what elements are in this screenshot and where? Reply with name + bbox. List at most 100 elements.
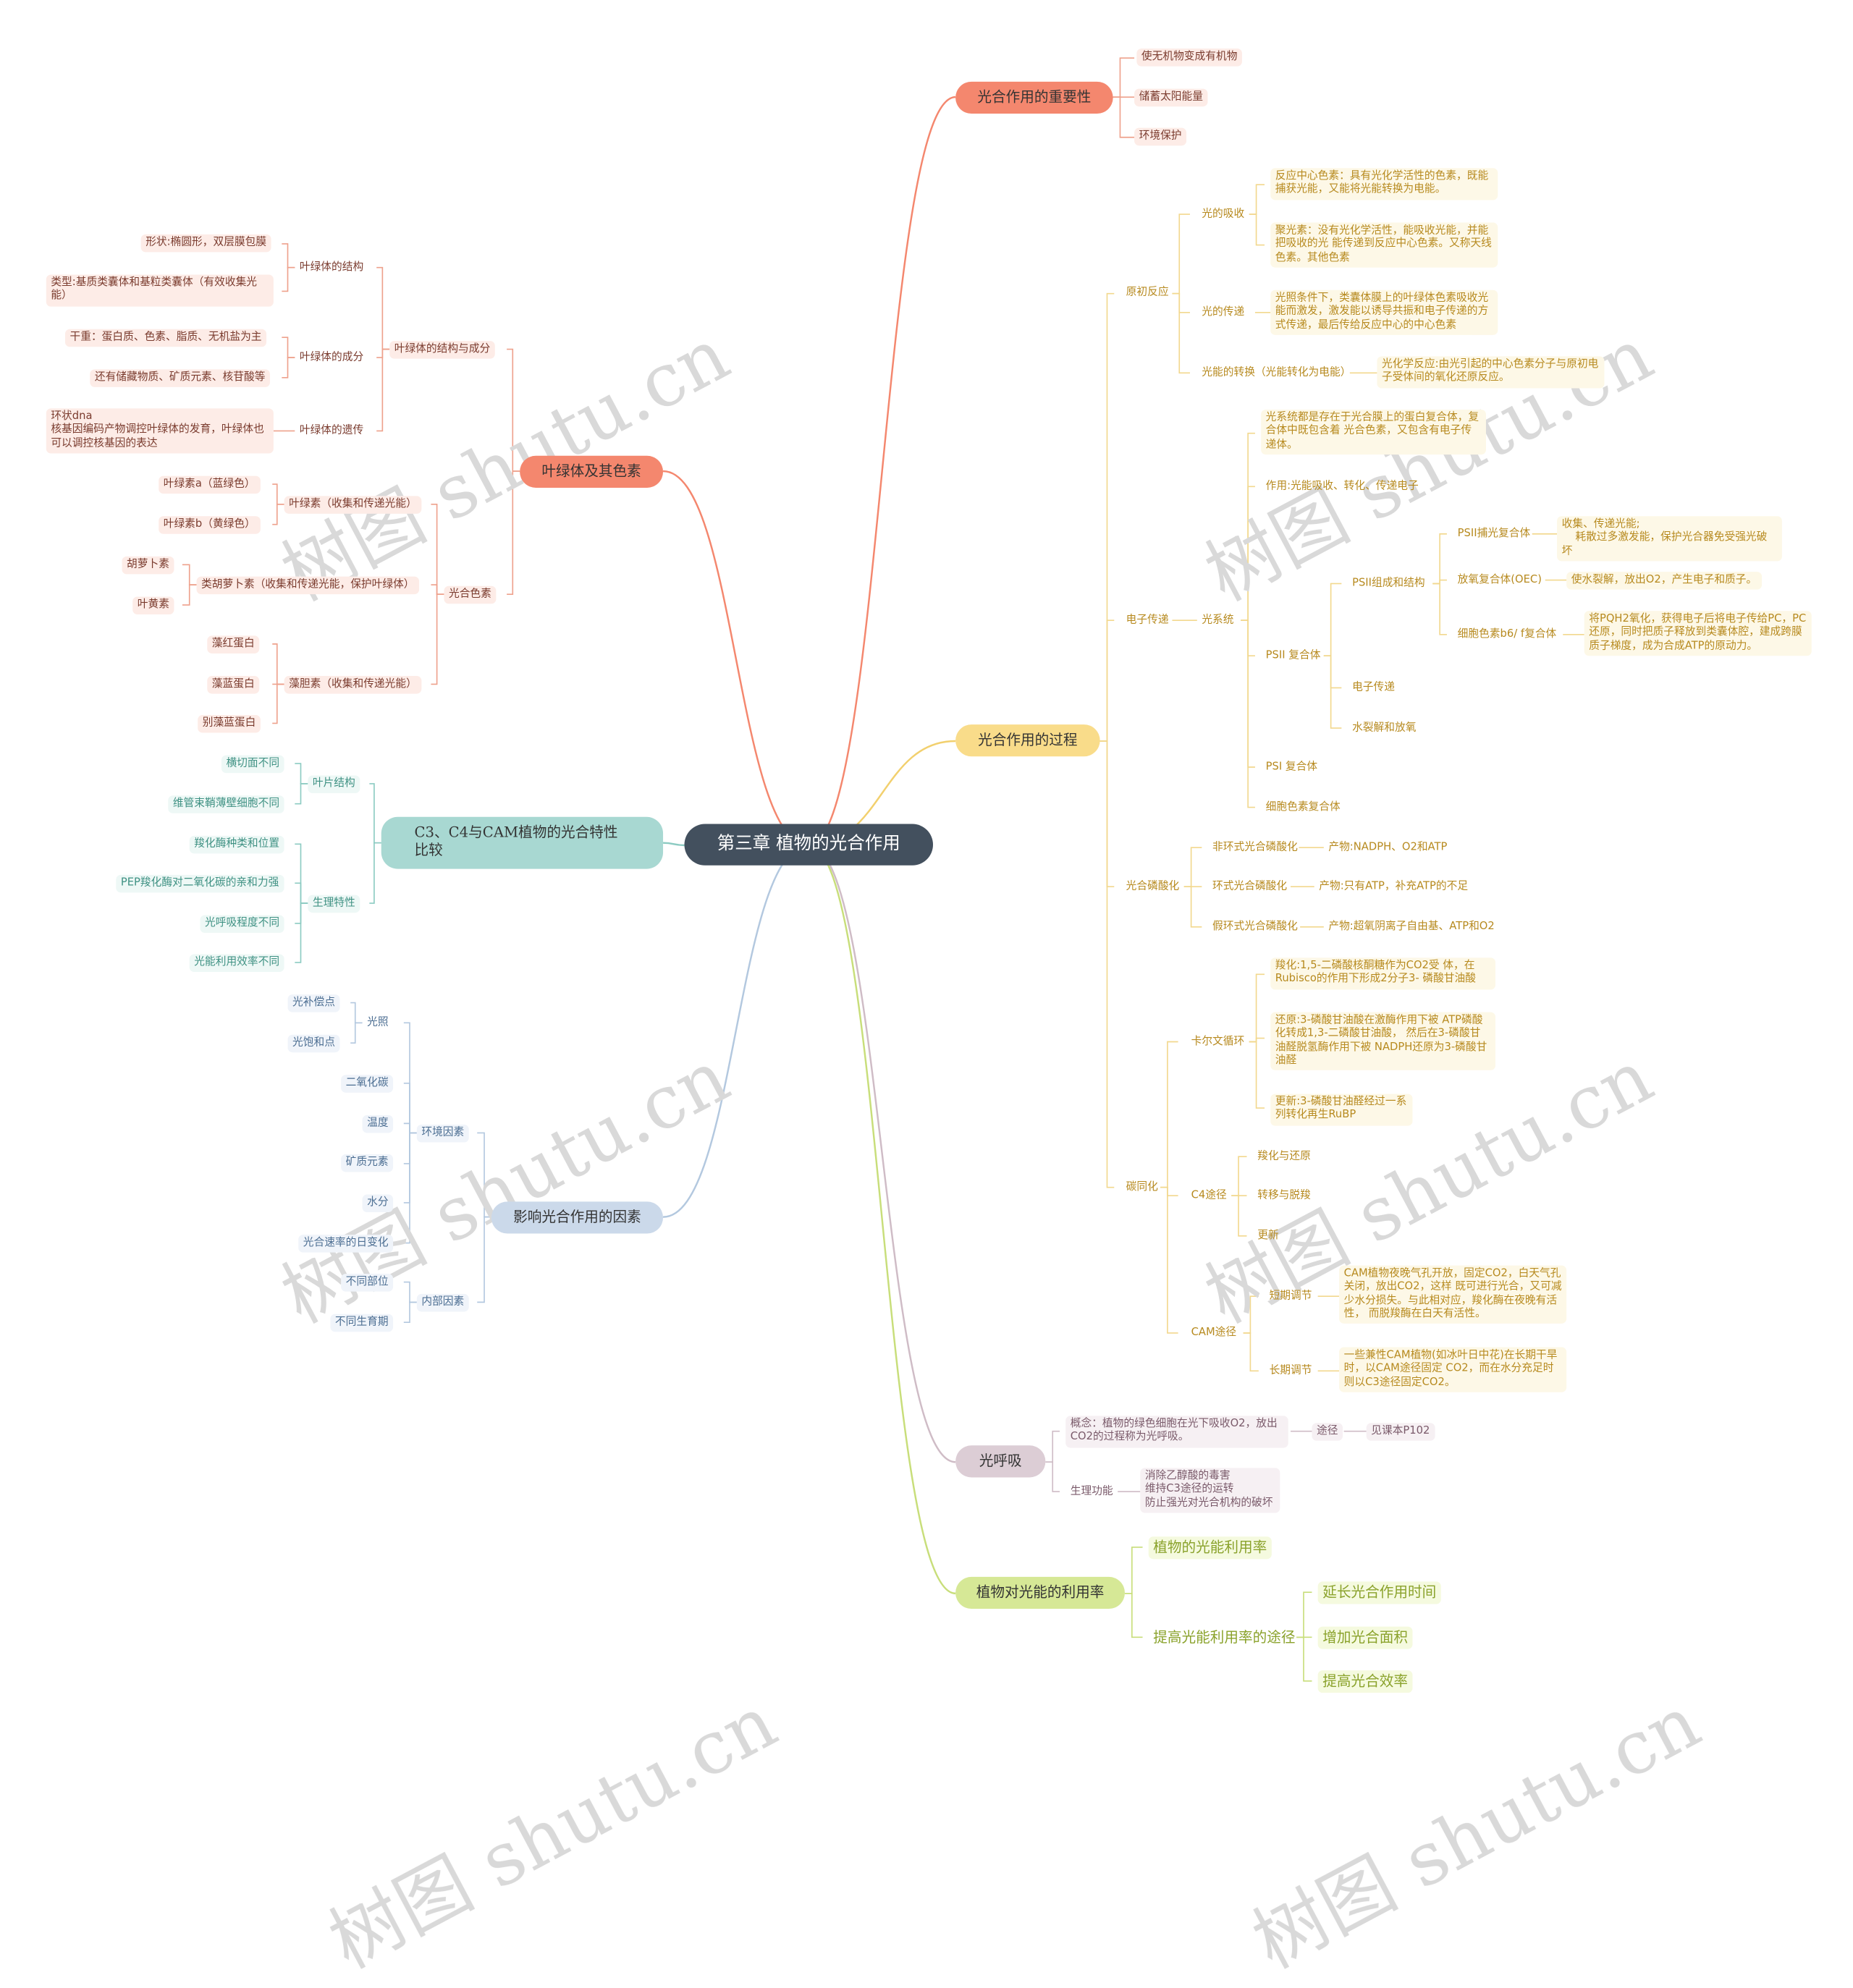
- lhcii-desc[interactable]: 收集、传递光能; 耗散过多激发能，保护光合器免受强光破坏: [1557, 516, 1782, 561]
- calvin-item[interactable]: 还原:3-磷酸甘油酸在激酶作用下被 ATP磷酸化转成1,3-二磷酸甘油酸， 然后…: [1270, 1012, 1496, 1070]
- chloroplast-structure[interactable]: 叶绿体的结构: [299, 261, 364, 274]
- chlorophyll-item[interactable]: 叶绿素b（黄绿色）: [159, 516, 261, 535]
- photosystem[interactable]: 光系统: [1202, 614, 1234, 627]
- env-item[interactable]: 水分: [362, 1194, 394, 1213]
- electron-transport[interactable]: 电子传递: [1126, 614, 1169, 627]
- carotenoid-item[interactable]: 叶黄素: [132, 596, 174, 615]
- electron-transfer-step[interactable]: 电子传递: [1352, 682, 1395, 694]
- photoresp-path[interactable]: 途径: [1312, 1423, 1343, 1442]
- absorb-item[interactable]: 反应中心色素：具有光化学活性的色素，既能捕获光能，又能将光能转换为电能。: [1270, 168, 1498, 200]
- light-item[interactable]: 光饱和点: [287, 1034, 340, 1053]
- light-transfer[interactable]: 光的传递: [1202, 306, 1245, 319]
- composition-item[interactable]: 还有储藏物质、矿质元素、核苷酸等: [90, 369, 270, 388]
- absorb-item[interactable]: 聚光素：没有光化学活性，能吸收光能，并能把吸收的光 能传递到反应中心色素。又称天…: [1270, 222, 1498, 268]
- physio-item[interactable]: 光能利用效率不同: [189, 954, 284, 973]
- factor-light[interactable]: 光照: [367, 1017, 389, 1029]
- light-use-rate[interactable]: 植物的光能利用率: [1148, 1536, 1272, 1560]
- chloroplast-heredity[interactable]: 叶绿体的遗传: [299, 425, 364, 437]
- photosystem-func[interactable]: 作用:光能吸收、转化、传递电子: [1265, 481, 1419, 493]
- phos-cyclic-desc[interactable]: 产物:只有ATP，补充ATP的不足: [1319, 881, 1469, 893]
- env-item[interactable]: 光合速率的日变化: [298, 1235, 394, 1253]
- photoresp-path-desc[interactable]: 见课本P102: [1366, 1423, 1435, 1442]
- transfer-item[interactable]: 光照条件下，类囊体膜上的叶绿体色素吸收光能而激发，激发能以诱导共振和电子传递的方…: [1270, 289, 1498, 335]
- physio-traits[interactable]: 生理特性: [308, 894, 360, 913]
- carotenoid[interactable]: 类胡萝卜素（收集和传递光能，保护叶绿体）: [196, 576, 420, 595]
- branch-chloroplast[interactable]: 叶绿体及其色素: [520, 455, 664, 488]
- carotenoid-item[interactable]: 胡萝卜素: [122, 556, 174, 575]
- photosystem-def[interactable]: 光系统都是存在于光合膜上的蛋白复合体，复合体中既包含着 光合色素，又包含有电子传…: [1261, 409, 1486, 454]
- branch-c3c4[interactable]: C3、C4与CAM植物的光合特性比较: [381, 816, 664, 869]
- photoresp-function[interactable]: 生理功能: [1070, 1485, 1113, 1498]
- light-use-improve[interactable]: 提高光能利用率的途径: [1153, 1628, 1296, 1646]
- light-convert[interactable]: 光能的转换（光能转化为电能）: [1202, 367, 1351, 379]
- phycobilin-item[interactable]: 别藻蓝蛋白: [198, 715, 261, 733]
- cam-short-desc[interactable]: CAM植物夜晚气孔开放，固定CO2，白天气孔关闭，放出CO2，这样 既可进行光合…: [1339, 1265, 1567, 1324]
- cytb6f[interactable]: 细胞色素b6/ f复合体: [1457, 628, 1557, 640]
- cam-long-desc[interactable]: 一些兼性CAM植物(如冰叶日中花)在长期干旱时，以CAM途径固定 CO2，而在水…: [1339, 1347, 1567, 1392]
- cam-pathway[interactable]: CAM途径: [1191, 1327, 1237, 1340]
- c4-item[interactable]: 更新: [1257, 1230, 1279, 1242]
- heredity-item[interactable]: 环状dna 核基因编码产物调控叶绿体的发育，叶绿体也可以调控核基因的表达: [46, 408, 274, 454]
- calvin-item[interactable]: 更新:3-磷酸甘油醛经过一系列转化再生RuBP: [1270, 1094, 1413, 1125]
- structure-item[interactable]: 类型:基质类囊体和基粒类囊体（有效收集光能）: [46, 274, 274, 306]
- carbon-assimilation[interactable]: 碳同化: [1126, 1181, 1158, 1193]
- c4-item[interactable]: 转移与脱羧: [1257, 1189, 1311, 1202]
- water-splitting[interactable]: 水裂解和放氧: [1352, 722, 1417, 735]
- primary-reaction[interactable]: 原初反应: [1126, 286, 1169, 299]
- phos-noncyclic-desc[interactable]: 产物:NADPH、O2和ATP: [1328, 842, 1448, 854]
- leaf-item[interactable]: 维管束鞘薄壁细胞不同: [168, 795, 284, 814]
- phos-cyclic[interactable]: 环式光合磷酸化: [1212, 881, 1288, 893]
- phos-pseudocyclic[interactable]: 假环式光合磷酸化: [1212, 921, 1298, 934]
- light-item[interactable]: 光补偿点: [287, 994, 340, 1013]
- physio-item[interactable]: 光呼吸程度不同: [200, 915, 284, 934]
- cam-long[interactable]: 长期调节: [1269, 1365, 1312, 1377]
- photoresp-concept[interactable]: 概念：植物的绿色细胞在光下吸收O2，放出CO2的过程称为光呼吸。: [1065, 1416, 1288, 1447]
- c4-item[interactable]: 羧化与还原: [1257, 1150, 1311, 1163]
- importance-item[interactable]: 环境保护: [1134, 127, 1187, 146]
- structure-item[interactable]: 形状:椭圆形，双层膜包膜: [140, 234, 271, 253]
- oec-desc[interactable]: 使水裂解，放出O2，产生电子和质子。: [1566, 572, 1762, 591]
- photophosphorylation[interactable]: 光合磷酸化: [1126, 881, 1180, 893]
- physio-item[interactable]: 羧化酶种类和位置: [189, 835, 284, 854]
- calvin-cycle[interactable]: 卡尔文循环: [1191, 1036, 1245, 1048]
- c4-pathway[interactable]: C4途径: [1191, 1189, 1227, 1202]
- improve-item[interactable]: 增加光合面积: [1317, 1626, 1413, 1649]
- composition-item[interactable]: 干重：蛋白质、色素、脂质、无机盐为主: [64, 329, 267, 347]
- chlorophyll[interactable]: 叶绿素（收集和传递光能）: [284, 496, 422, 515]
- internal-item[interactable]: 不同部位: [341, 1274, 394, 1293]
- branch-importance[interactable]: 光合作用的重要性: [955, 81, 1113, 114]
- psii-structure[interactable]: PSII组成和结构: [1352, 578, 1425, 590]
- env-item[interactable]: 二氧化碳: [341, 1075, 394, 1094]
- internal-item[interactable]: 不同生育期: [330, 1314, 394, 1332]
- leaf-item[interactable]: 横切面不同: [221, 755, 284, 774]
- lhcii[interactable]: PSII捕光复合体: [1457, 528, 1531, 540]
- photosynthetic-pigment[interactable]: 光合色素: [444, 585, 497, 604]
- chlorophyll-item[interactable]: 叶绿素a（蓝绿色）: [159, 475, 261, 494]
- psii-complex[interactable]: PSII 复合体: [1265, 650, 1321, 662]
- light-absorb[interactable]: 光的吸收: [1202, 208, 1245, 221]
- env-item[interactable]: 温度: [362, 1114, 394, 1133]
- chloroplast-composition[interactable]: 叶绿体的成分: [299, 351, 364, 364]
- env-factors[interactable]: 环境因素: [416, 1125, 469, 1143]
- leaf-structure[interactable]: 叶片结构: [308, 775, 360, 794]
- importance-item[interactable]: 使无机物变成有机物: [1136, 48, 1242, 67]
- phycobilin-item[interactable]: 藻红蛋白: [207, 635, 260, 654]
- root-topic[interactable]: 第三章 植物的光合作用: [684, 824, 934, 866]
- internal-factors[interactable]: 内部因素: [416, 1293, 469, 1312]
- phos-pseudocyclic-desc[interactable]: 产物:超氧阴离子自由基、ATP和O2: [1328, 921, 1495, 934]
- improve-item[interactable]: 延长光合作用时间: [1317, 1581, 1441, 1604]
- calvin-item[interactable]: 羧化:1,5-二磷酸核酮糖作为CO2受 体，在Rubisco的作用下形成2分子3…: [1270, 957, 1496, 989]
- phycobilin[interactable]: 藻胆素（收集和传递光能）: [284, 676, 422, 694]
- branch-photorespiration[interactable]: 光呼吸: [955, 1445, 1046, 1478]
- importance-item[interactable]: 储蓄太阳能量: [1134, 88, 1208, 107]
- env-item[interactable]: 矿质元素: [341, 1154, 394, 1172]
- cytb6f-desc[interactable]: 将PQH2氧化，获得电子后将电子传给PC，PC还原，同时把质子释放到类囊体腔，建…: [1584, 611, 1812, 656]
- cam-short[interactable]: 短期调节: [1269, 1290, 1312, 1303]
- branch-process[interactable]: 光合作用的过程: [955, 724, 1100, 757]
- photoresp-function-desc[interactable]: 消除乙醇酸的毒害 维持C3途径的运转 防止强光对光合机构的破坏: [1140, 1468, 1280, 1513]
- convert-item[interactable]: 光化学反应:由光引起的中心色素分子与原初电子受体间的氧化还原反应。: [1377, 356, 1605, 388]
- branch-light-use[interactable]: 植物对光能的利用率: [955, 1576, 1126, 1610]
- oec[interactable]: 放氧复合体(OEC): [1457, 574, 1542, 586]
- psi-complex[interactable]: PSI 复合体: [1265, 761, 1318, 774]
- chloroplast-struct-comp[interactable]: 叶绿体的结构与成分: [389, 341, 495, 360]
